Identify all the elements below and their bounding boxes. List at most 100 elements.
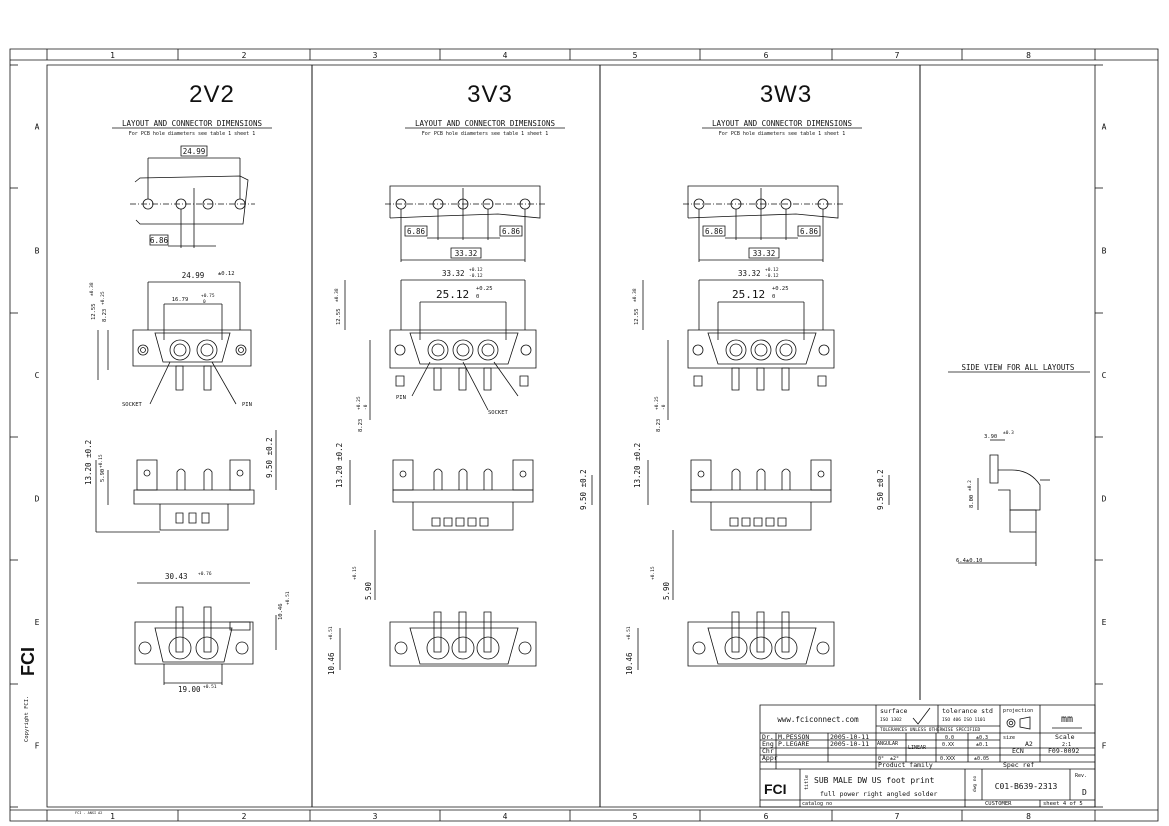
tol-row1-b: ±0.3 bbox=[976, 735, 988, 741]
dim-height-total-tol: ±0.38 bbox=[89, 282, 95, 296]
grid-col-label-bottom: 6 bbox=[764, 812, 769, 821]
panel-heading: LAYOUT AND CONNECTOR DIMENSIONS bbox=[415, 119, 555, 128]
grid-row-label-right: E bbox=[1102, 618, 1107, 627]
dim-height-flange-tol-up: +0.25 bbox=[356, 396, 362, 410]
eng-name: P.LEGARE bbox=[778, 740, 809, 748]
fci-logo: FCI Copyright FCI. bbox=[18, 647, 38, 742]
panel-title: 3W3 bbox=[760, 81, 812, 108]
dim-side-h4: 5.90 bbox=[662, 581, 671, 600]
outer-frame bbox=[10, 49, 1158, 821]
panel-note: For PCB hole diameters see table 1 sheet… bbox=[719, 131, 845, 137]
dwg-number: C01-B639-2313 bbox=[995, 782, 1058, 791]
tol-row2-a: 0.XX bbox=[942, 742, 954, 748]
dim-front-width-tol-dn: -0.12 bbox=[765, 273, 779, 279]
grid-col-label-top: 8 bbox=[1026, 51, 1031, 60]
grid-col-label-bottom: 1 bbox=[110, 812, 115, 821]
grid-col-label-top: 5 bbox=[633, 51, 638, 60]
dim-front-width: 33.32 bbox=[738, 269, 761, 278]
connector-front bbox=[688, 330, 834, 368]
grid-col-label-top: 2 bbox=[242, 51, 247, 60]
side-view: SIDE VIEW FOR ALL LAYOUTS 3.90 ±0.3 8.00… bbox=[948, 363, 1090, 566]
grid-col-label-bottom: 5 bbox=[633, 812, 638, 821]
dim-bottom-width: 30.43 bbox=[165, 572, 188, 581]
grid-row-label-left: E bbox=[35, 618, 40, 627]
grid-col-label-bottom: 2 bbox=[242, 812, 247, 821]
dim-inner-width-tol-dn: 0 bbox=[772, 294, 775, 300]
customer-label: CUSTOMER bbox=[985, 801, 1012, 807]
dim-pin-spacing: 6.86 bbox=[150, 236, 169, 245]
side-view-title: SIDE VIEW FOR ALL LAYOUTS bbox=[962, 363, 1075, 372]
grid-row-label-right: A bbox=[1102, 123, 1107, 132]
panel-heading: LAYOUT AND CONNECTOR DIMENSIONS bbox=[122, 119, 262, 128]
tolerance-stds: ISO 406 ISO 1101 bbox=[942, 717, 986, 723]
angular-label: ANGULAR bbox=[877, 741, 899, 747]
dim-side-h4-tol: +0.15 bbox=[650, 566, 656, 580]
units: mm bbox=[1061, 714, 1073, 725]
surface-label: surface bbox=[880, 707, 907, 715]
dim-side-h4-tol: +0.15 bbox=[352, 566, 358, 580]
tol-row3-a: 0.XXX bbox=[940, 756, 955, 762]
grid-col-label-top: 3 bbox=[373, 51, 378, 60]
dim-front-width: 24.99 bbox=[182, 271, 205, 280]
dim-height-flange: 8.23 bbox=[358, 419, 364, 432]
dim-bottom-depth-tol: +0.51 bbox=[328, 626, 334, 640]
dim-height-flange-tol-dn: -0 bbox=[661, 404, 667, 410]
size-value: A2 bbox=[1025, 740, 1033, 748]
dim-height-flange-tol-dn: -0 bbox=[363, 404, 369, 410]
dr-date: 2005-10-11 bbox=[830, 733, 869, 741]
size-label: size bbox=[1003, 735, 1015, 741]
dim-side-h2: 5.90 bbox=[100, 469, 106, 482]
dim-side-h1: 13.20 ±0.2 bbox=[84, 440, 93, 485]
bottom-code: FCI - ANSI A2 bbox=[75, 811, 102, 815]
grid-row-ticks bbox=[10, 65, 1103, 807]
tolerance-note: TOLERANCES UNLESS OTHERWISE SPECIFIED bbox=[880, 727, 981, 733]
grid-col-label-top: 7 bbox=[895, 51, 900, 60]
dim-inner-width: 25.12 bbox=[732, 288, 765, 301]
copyright: Copyright FCI. bbox=[24, 696, 30, 742]
grid-column-ticks bbox=[47, 49, 1095, 821]
dim-footprint-pitch: 24.99 bbox=[183, 147, 206, 156]
grid-row-label-left: A bbox=[35, 123, 40, 132]
grid-col-label-bottom: 3 bbox=[373, 812, 378, 821]
catalog-label: catalog no bbox=[802, 801, 832, 807]
dim-top-tol: ±0.3 bbox=[1003, 430, 1014, 436]
product-family-label: Product family bbox=[878, 761, 933, 769]
dim-inner-width-tol-dn: 0 bbox=[203, 299, 206, 305]
dim-bottom-depth-tol: +0.51 bbox=[285, 591, 291, 605]
dim-bottom-inner-tol: +0.51 bbox=[203, 684, 217, 690]
dim-pin-spacing-left: 6.86 bbox=[705, 227, 724, 236]
scale-value: 2:1 bbox=[1062, 742, 1071, 748]
panel-3v3: 3V3 LAYOUT AND CONNECTOR DIMENSIONS For … bbox=[327, 81, 592, 675]
dr-name: M.PESSON bbox=[778, 733, 809, 741]
title-block: www.fciconnect.com surface ISO 1302 tole… bbox=[75, 705, 1095, 815]
grid-row-label-left: B bbox=[35, 247, 40, 256]
fci-logo-text: FCI bbox=[18, 647, 38, 676]
dim-mid: 8.00 bbox=[969, 495, 975, 508]
grid-row-label-right: D bbox=[1102, 495, 1107, 504]
eng-date: 2005-10-11 bbox=[830, 740, 869, 748]
surface-std: ISO 1302 bbox=[880, 717, 902, 723]
dim-top: 3.90 bbox=[984, 434, 997, 440]
dim-side-h3: 9.50 ±0.2 bbox=[876, 469, 885, 510]
title-line2: full power right angled solder bbox=[820, 790, 937, 798]
chr-label: Chr bbox=[762, 747, 774, 755]
angular-row2: ±2° bbox=[890, 756, 899, 762]
rev-value: D bbox=[1082, 788, 1087, 797]
dim-height-total-tol: ±0.38 bbox=[632, 288, 638, 302]
dim-front-width-tol-dn: -0.12 bbox=[469, 273, 483, 279]
tol-row2-b: ±0.1 bbox=[976, 742, 988, 748]
dim-side-h2-tol: +0.15 bbox=[98, 454, 104, 468]
grid-row-label-left: C bbox=[35, 371, 40, 380]
dim-box bbox=[181, 146, 207, 156]
connector-bottom bbox=[688, 622, 834, 666]
connector-bottom bbox=[135, 622, 253, 664]
dim-height-total: 12.55 bbox=[634, 308, 640, 325]
eng-label: Eng bbox=[762, 740, 774, 748]
panel-heading: LAYOUT AND CONNECTOR DIMENSIONS bbox=[712, 119, 852, 128]
grid-row-label-right: B bbox=[1102, 247, 1107, 256]
scale-label: Scale bbox=[1055, 733, 1075, 741]
grid-col-label-top: 6 bbox=[764, 51, 769, 60]
ecn-value: F09-0092 bbox=[1048, 747, 1079, 755]
